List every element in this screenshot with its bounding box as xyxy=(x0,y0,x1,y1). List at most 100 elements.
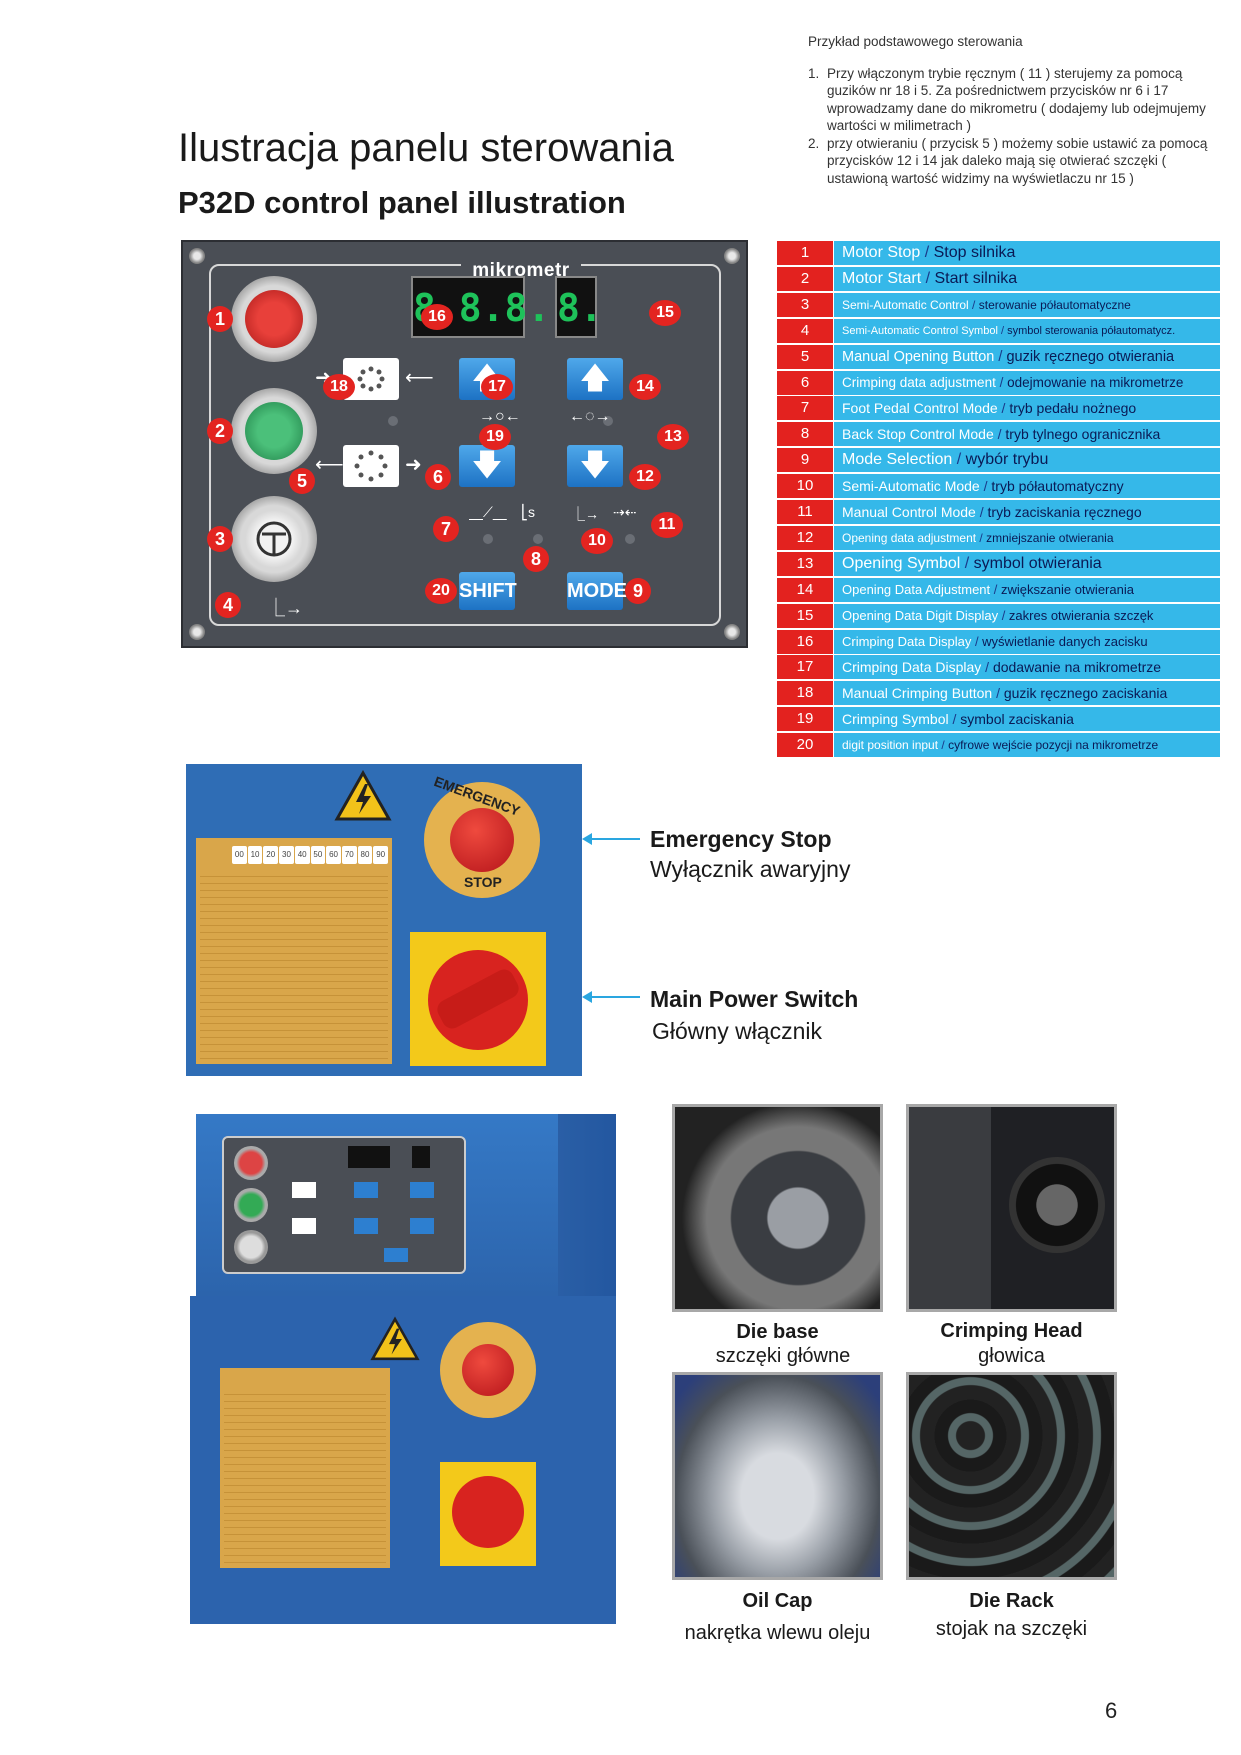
control-panel: mikrometr 8.8.8. 8. ➜ ⟵ 🡅 🡅 →○← ←◌→ ⟵ ➜ … xyxy=(181,240,748,648)
mode-button[interactable]: MODE xyxy=(567,572,627,610)
mini-key xyxy=(410,1182,434,1198)
arrow-right-icon: ➜ xyxy=(405,454,422,476)
intro-item-number: 2. xyxy=(808,135,820,151)
legend-row-divider xyxy=(777,446,1220,448)
legend-text-en: Manual Crimping Button xyxy=(842,685,993,702)
die-chart-col: 40 xyxy=(294,846,310,864)
legend-row-divider xyxy=(777,265,1220,266)
legend-number: 7 xyxy=(777,396,833,421)
legend-description: Crimping Symbol / symbol zaciskania xyxy=(834,707,1220,732)
die-chart-col: 90 xyxy=(373,846,389,864)
legend-number: 14 xyxy=(777,577,833,602)
die-set-chart xyxy=(220,1368,390,1568)
die-chart-col: 10 xyxy=(247,846,263,864)
motor-stop-button[interactable] xyxy=(231,276,317,362)
legend-row-divider xyxy=(777,368,1220,370)
opening-symbol-icon xyxy=(354,450,388,482)
legend-text-en: Back Stop Control Mode xyxy=(842,426,994,443)
legend-separator: / xyxy=(993,426,1006,443)
legend-row-divider xyxy=(777,394,1220,396)
intro-list: 1. Przy włączonym trybie ręcznym ( 11 ) … xyxy=(808,65,1208,188)
emergency-stop-label-en: Emergency Stop xyxy=(650,826,832,852)
legend-number: 17 xyxy=(777,655,833,680)
crimping-data-down-button[interactable]: 🡇 xyxy=(459,445,515,487)
t-symbol-icon xyxy=(256,521,292,557)
marker-2: 2 xyxy=(207,418,233,444)
legend-row-divider xyxy=(777,731,1220,733)
indicator-led xyxy=(533,534,543,544)
legend-description: Manual Control Mode / tryb zaciskania rę… xyxy=(834,500,1220,524)
legend-separator: / xyxy=(960,554,974,572)
die-chart-col: 50 xyxy=(310,846,326,864)
legend-text-pl: zwiększanie otwierania xyxy=(1001,581,1134,597)
legend-description: Manual Opening Button / guzik ręcznego o… xyxy=(834,344,1220,369)
emergency-stop-button[interactable]: EMERGENCY STOP xyxy=(424,773,540,898)
legend-row-divider xyxy=(777,342,1220,344)
mini-key xyxy=(292,1182,316,1198)
legend-text-en: Manual Control Mode xyxy=(842,504,976,520)
legend-number: 3 xyxy=(777,292,833,317)
legend-description: Crimping Data Display / wyświetlanie dan… xyxy=(834,629,1220,654)
screw-icon xyxy=(189,248,205,264)
die-chart-col: 80 xyxy=(357,846,373,864)
screw-icon xyxy=(189,624,205,640)
marker-8: 8 xyxy=(523,546,549,572)
mini-key xyxy=(354,1218,378,1234)
legend-text-en: Crimping Symbol xyxy=(842,711,949,728)
machine-cabinet-side xyxy=(558,1114,616,1296)
legend-text-en: Opening Data Digit Display xyxy=(842,607,999,623)
legend-number: 2 xyxy=(777,266,833,291)
marker-20: 20 xyxy=(425,578,457,604)
legend-text-pl: Stop silnika xyxy=(933,244,1016,261)
high-voltage-warning-icon xyxy=(370,1316,420,1361)
legend-description: Semi-Automatic Mode / tryb półautomatycz… xyxy=(834,474,1220,499)
legend-row-divider xyxy=(777,757,1220,759)
screw-icon xyxy=(724,624,740,640)
semi-auto-button[interactable] xyxy=(231,496,317,582)
legend-separator: / xyxy=(994,348,1007,365)
legend-text-pl: dodawanie na mikrometrze xyxy=(992,659,1162,676)
main-power-switch[interactable] xyxy=(410,932,546,1066)
opening-data-down-button[interactable]: 🡇 xyxy=(567,445,623,487)
marker-9: 9 xyxy=(625,578,651,604)
arrow-left-icon: ⟵ xyxy=(315,454,344,476)
shift-button[interactable]: SHIFT xyxy=(459,572,517,610)
legend-text-en: Manual Opening Button xyxy=(842,348,995,365)
legend-text-pl: tryb tylnego ogranicznika xyxy=(1005,426,1161,443)
crimping-head-ring xyxy=(1009,1157,1105,1253)
opening-data-up-button[interactable]: 🡅 xyxy=(567,358,623,400)
legend-number: 20 xyxy=(777,733,833,758)
opening-symbol-icon: ←◌→ xyxy=(569,408,611,425)
emergency-stop-knob[interactable] xyxy=(450,808,514,872)
legend-text-en: Semi-Automatic Mode xyxy=(842,478,980,495)
legend-row-divider xyxy=(777,679,1220,681)
marker-18: 18 xyxy=(323,374,355,400)
motor-start-button[interactable] xyxy=(231,388,317,474)
die-chart-rows xyxy=(224,1388,386,1564)
mini-auto-button xyxy=(234,1230,268,1264)
legend-number: 8 xyxy=(777,422,833,447)
opening-digit-display: 8. xyxy=(555,276,603,338)
legend-separator: / xyxy=(968,297,979,312)
indicator-led xyxy=(603,416,613,426)
screw-icon xyxy=(724,248,740,264)
legend-text-en: Semi-Automatic Control Symbol xyxy=(842,324,998,337)
legend-separator: / xyxy=(981,659,993,676)
marker-1: 1 xyxy=(207,306,233,332)
mini-key xyxy=(410,1218,434,1234)
die-chart-col: 70 xyxy=(341,846,357,864)
legend-number: 12 xyxy=(777,525,833,550)
legend-text-en: Opening Symbol xyxy=(842,554,961,572)
marker-12: 12 xyxy=(629,464,661,490)
legend-number: 9 xyxy=(777,448,833,473)
legend-separator: / xyxy=(995,374,1008,390)
manual-opening-button[interactable] xyxy=(343,445,399,487)
